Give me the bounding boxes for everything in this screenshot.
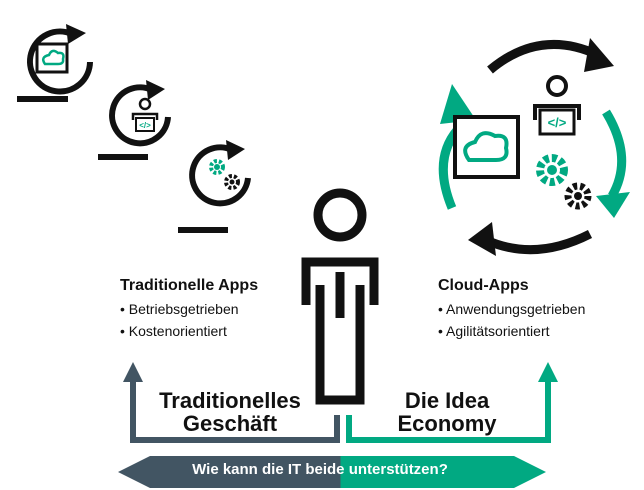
idea-economy-arrow (346, 362, 558, 443)
idea-economy-label: Die Idea Economy (372, 389, 522, 435)
person-icon (301, 188, 379, 405)
refresh-developer-icon: </> (98, 80, 171, 160)
idea-economy-line2: Economy (397, 411, 497, 436)
developer-icon: </> (533, 75, 581, 136)
svg-text:</>: </> (548, 115, 567, 130)
traditional-business-line2: Geschäft (182, 411, 278, 436)
idea-economy-line1: Die Idea (404, 388, 490, 413)
cycle-arrows-icon (438, 38, 630, 256)
cloud-heading: Cloud-Apps (438, 277, 529, 294)
gears-icon (536, 154, 592, 210)
banner-question: Wie kann die IT beide unterstützen? (192, 461, 448, 478)
refresh-cloud-icon (17, 24, 93, 102)
question-banner (118, 456, 546, 488)
traditional-bullet-2: • Kostenorientiert (120, 323, 227, 339)
traditional-business-label: Traditionelles Geschäft (140, 389, 320, 435)
cloud-bullet-1: • Anwendungsgetrieben (438, 301, 586, 317)
cloud-app-window-icon (453, 115, 520, 179)
svg-text:</>: </> (139, 121, 151, 130)
cloud-bullet-2: • Agilitätsorientiert (438, 323, 550, 339)
traditional-business-line1: Traditionelles (159, 388, 301, 413)
traditional-arrow (123, 362, 340, 443)
traditional-heading: Traditionelle Apps (120, 277, 259, 294)
traditional-bullet-1: • Betriebsgetrieben (120, 301, 239, 317)
refresh-gears-icon (178, 140, 251, 233)
